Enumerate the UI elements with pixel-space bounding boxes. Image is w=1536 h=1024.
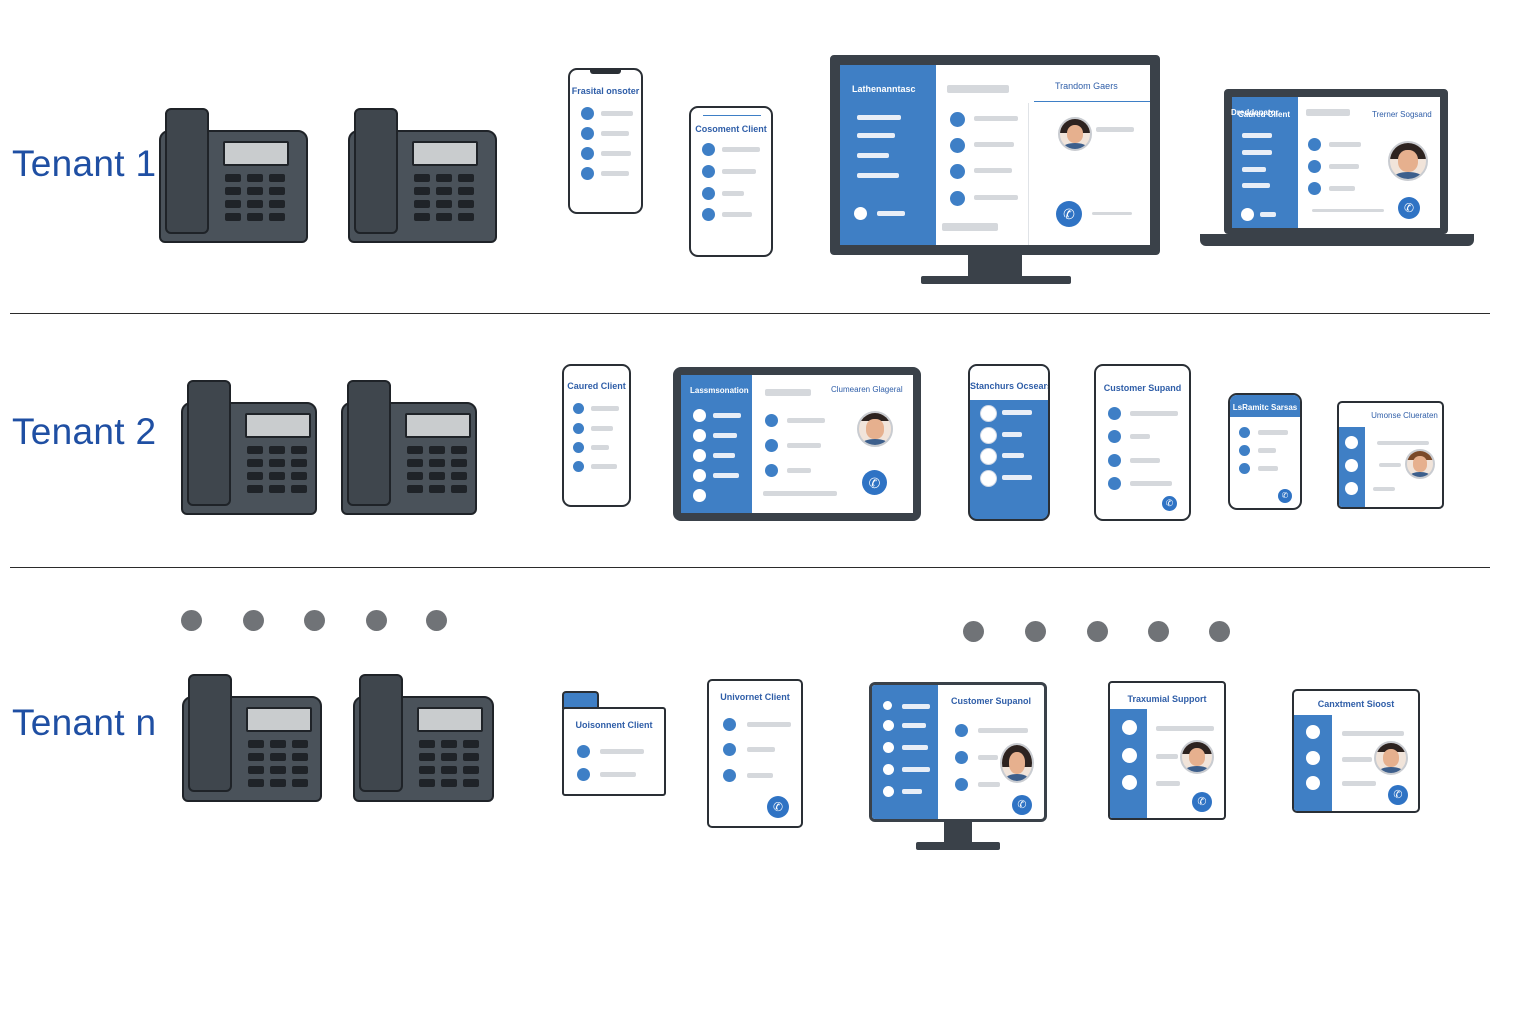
agent-avatar [1388,141,1428,181]
desk-phone-icon [175,380,317,515]
mobile-client-app: Caured Client [562,364,631,507]
phone-call-icon[interactable]: ✆ [1162,496,1177,511]
ellipsis-dot [426,610,447,631]
desk-phone-icon [342,108,497,243]
app-title: Uoisonnent Client [575,720,653,730]
ellipsis-dot [1025,621,1046,642]
app-title: Univornet Client [720,692,790,702]
app-title: Traxumial Support [1127,694,1207,704]
mobile-client-app: LsRamitc Sarsas ✆ [1228,393,1302,510]
mobile-client-app: Frasital onsoter [568,68,643,214]
web-client-app: Uoisonnent Client [562,707,666,796]
ellipsis-dot [1148,621,1169,642]
desktop-client-app: Customer Supanol ✆ [869,682,1047,822]
app-title: Canxtment Sioost [1317,699,1395,709]
ellipsis-dot [366,610,387,631]
ellipsis-dot [963,621,984,642]
agent-avatar [1405,449,1435,479]
agent-avatar [1000,743,1034,783]
laptop-app-title: Dreddenator [1231,108,1279,117]
tenant-divider [10,313,1490,314]
app-title: LsRamitc Sarsas [1232,403,1298,412]
app-title: Caured Client [567,381,626,391]
ellipsis-dot [181,610,202,631]
tablet-client-app: Customer Supand ✆ [1094,364,1191,521]
tablet-client-app: Canxtment Sioost ✆ [1292,689,1420,813]
ellipsis-dot [1209,621,1230,642]
panel-title: Trandom Gaers [1055,81,1118,91]
ellipsis-dot [243,610,264,631]
panel-title: Clumearen Glageral [831,385,903,394]
app-title: Customer Supand [1103,383,1182,393]
desk-phone-icon [347,674,494,802]
phone-call-icon[interactable]: ✆ [767,796,789,818]
app-title: Umonse Clueraten [1371,411,1438,420]
phone-call-icon[interactable]: ✆ [1278,489,1292,503]
ellipsis-dot [1087,621,1108,642]
laptop-client-app: Caured Client Trerner Sogsand ✆ [1224,89,1448,234]
app-title: Cosoment Client [695,124,767,134]
panel-title: Trerner Sogsand [1372,110,1432,119]
app-title: Lathenanntasc [852,84,916,94]
phone-call-icon[interactable]: ✆ [1012,795,1032,815]
app-title: Frasital onsoter [571,86,640,96]
tablet-client-app: Traxumial Support ✆ [1108,681,1226,820]
desktop-client-app: Lathenanntasc Trandom Gaers ✆ [830,55,1160,255]
app-title: Customer Supanol [950,696,1031,706]
ellipsis-dot [304,610,325,631]
phone-call-icon[interactable]: ✆ [1388,785,1408,805]
phone-call-icon[interactable]: ✆ [1192,792,1212,812]
phone-call-icon[interactable]: ✆ [1056,201,1082,227]
phone-call-icon[interactable]: ✆ [862,470,887,495]
tablet-client-app: Lassmsonation Clumearen Glageral ✆ [673,367,921,521]
phone-call-icon[interactable]: ✆ [1398,197,1420,219]
desk-phone-icon [176,674,322,802]
desk-phone-icon [153,108,308,243]
mobile-client-app: Cosoment Client [689,106,773,257]
mobile-client-app: Stanchurs Ocsears [968,364,1050,521]
app-title: Caured Client [1238,110,1291,119]
tenant-2-label: Tenant 2 [12,411,157,452]
agent-avatar [857,411,893,447]
tablet-client-app: Umonse Clueraten [1337,401,1444,509]
tenant-divider [10,567,1490,568]
agent-avatar [1374,741,1408,775]
tablet-client-app: Univornet Client ✆ [707,679,803,828]
tenant-n-label: Tenant n [12,702,157,743]
app-title: Stanchurs Ocsears [970,381,1048,391]
agent-avatar [1058,117,1092,151]
desk-phone-icon [335,380,477,515]
app-title: Lassmsonation [690,386,749,395]
agent-avatar [1180,740,1214,774]
tenant-1-label: Tenant 1 [12,143,157,184]
